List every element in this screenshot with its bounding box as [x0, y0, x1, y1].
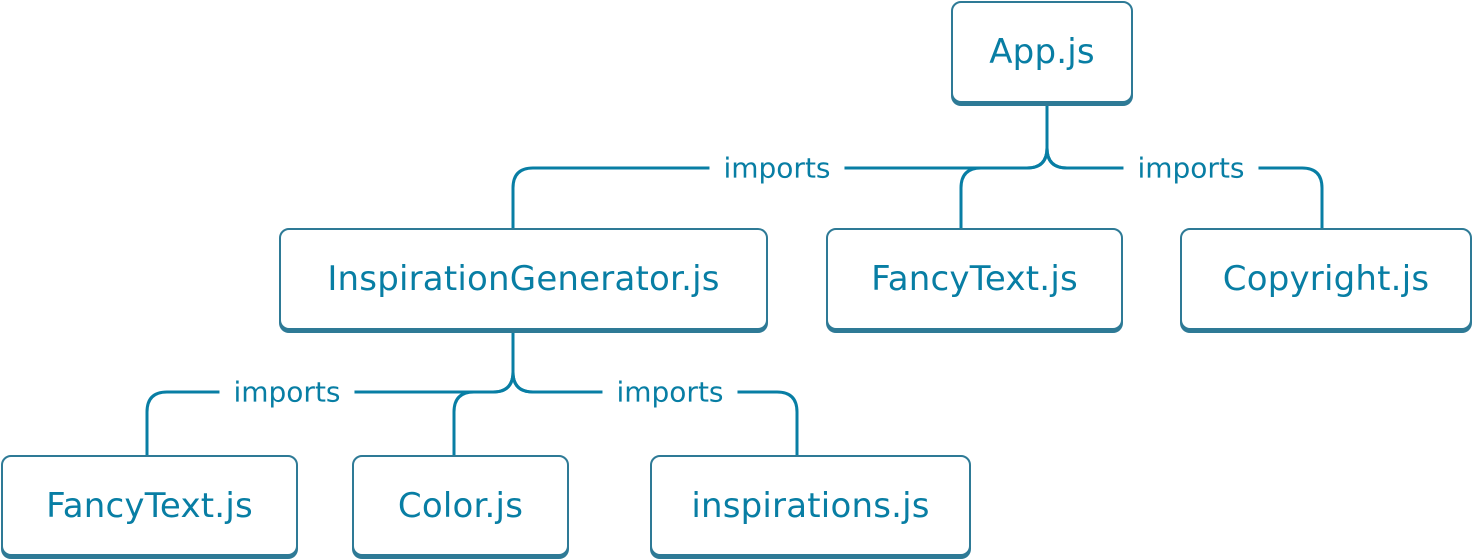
node-fancy-text-bottom: FancyText.js — [1, 455, 298, 556]
node-fancy-text-bottom-label: FancyText.js — [46, 485, 253, 526]
edge-label-generator-imports-left: imports — [219, 375, 355, 409]
connector-app-to-copyright — [1045, 147, 1324, 228]
node-color-label: Color.js — [397, 485, 524, 526]
node-inspiration-generator-label: InspirationGenerator.js — [327, 259, 720, 299]
node-inspiration-generator: InspirationGenerator.js — [279, 228, 768, 330]
node-fancy-text-top-label: FancyText.js — [871, 259, 1078, 299]
connector-generator-to-inspirations — [511, 371, 799, 455]
node-copyright-label: Copyright.js — [1222, 259, 1430, 299]
edge-label-generator-imports-right: imports — [602, 375, 738, 409]
node-copyright: Copyright.js — [1180, 228, 1472, 330]
node-fancy-text-top: FancyText.js — [826, 228, 1123, 330]
node-color: Color.js — [352, 455, 569, 556]
node-app: App.js — [951, 1, 1133, 103]
edge-label-app-imports-right: imports — [1123, 151, 1259, 185]
connector-generator-to-color — [452, 371, 515, 455]
connector-app-to-fancy-text — [959, 147, 1049, 228]
node-inspirations-label: inspirations.js — [691, 485, 930, 526]
node-inspirations: inspirations.js — [650, 455, 971, 556]
edge-label-app-imports-left: imports — [709, 151, 845, 185]
node-app-label: App.js — [989, 32, 1095, 72]
